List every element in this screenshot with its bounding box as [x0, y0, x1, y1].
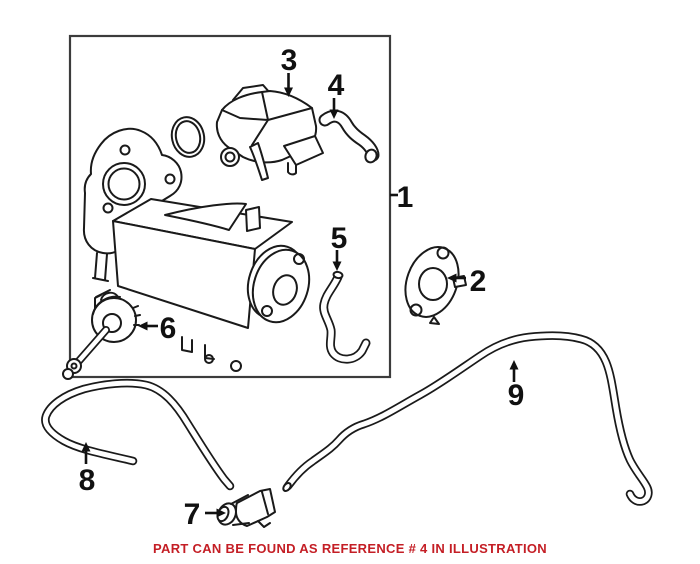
long-hose-end [282, 482, 292, 492]
s-hose-fill [320, 274, 369, 362]
callout-6: 6 [138, 312, 176, 345]
callout-2: 2 [447, 265, 486, 298]
illustration-frame [68, 34, 392, 379]
inlet-port-inner [107, 167, 141, 201]
illustration-layer [41, 84, 653, 528]
callout-3: 3 [281, 44, 298, 97]
solenoid-valve [216, 488, 276, 528]
callout-9: 9 [508, 360, 525, 412]
bolt-hole [102, 202, 114, 214]
bolt-hole [164, 173, 176, 185]
callout-1-label: 1 [397, 181, 414, 214]
gasket [404, 246, 467, 325]
gasket-notch [429, 316, 440, 325]
inlet-flange [82, 127, 183, 282]
callout-7-label: 7 [184, 498, 201, 531]
callout-2-arrowhead [447, 273, 457, 283]
callout-9-label: 9 [508, 379, 525, 412]
egr-valve-creases [221, 91, 313, 146]
egr-valve [215, 84, 324, 181]
egr-valve-leg [249, 142, 269, 181]
callout-7: 7 [184, 498, 226, 531]
callout-3-label: 3 [281, 44, 298, 77]
s-hose [319, 270, 371, 364]
callout-6-arrowhead [138, 321, 148, 331]
vacuum-actuator [62, 291, 141, 380]
egr-valve-port [220, 147, 240, 167]
actuator-rod-fill [75, 327, 109, 365]
outlet-port [272, 274, 298, 306]
callout-8: 8 [79, 442, 96, 497]
callout-3-arrowhead [284, 87, 293, 97]
loop-hose-outline [41, 378, 235, 491]
egr-valve-lower-box [283, 135, 324, 166]
valve-plate [257, 491, 271, 528]
callout-5-label: 5 [331, 222, 348, 255]
callout-6-label: 6 [160, 312, 177, 345]
actuator-eyelet-hole [70, 362, 78, 370]
valve-body [235, 488, 276, 527]
valve-connectors [230, 494, 250, 526]
callout-4: 4 [328, 69, 345, 119]
callout-8-label: 8 [79, 464, 96, 497]
actuator-clevis [62, 368, 74, 380]
callout-4-arrowhead [329, 109, 339, 119]
callout-1: 1 [390, 181, 413, 214]
cooler-front-face [112, 220, 256, 329]
loop-hose [41, 378, 235, 491]
long-hose [282, 331, 653, 506]
actuator-rim [92, 295, 141, 326]
outlet-flange [251, 248, 311, 324]
callouts-layer: 1 2 3 4 5 6 7 [79, 44, 525, 531]
loop-hose-fill [42, 380, 233, 489]
egr-valve-stub [287, 162, 297, 176]
reference-caption: PART CAN BE FOUND AS REFERENCE # 4 IN IL… [153, 541, 547, 556]
short-hose-end [364, 148, 378, 164]
egr-cooler [94, 198, 311, 372]
gasket-port [418, 267, 448, 301]
bolt-hole [119, 144, 131, 156]
short-hose [318, 109, 380, 164]
short-hose-fill [320, 111, 378, 160]
long-hose-fill [285, 333, 651, 504]
inlet-flange-bracket [92, 252, 109, 282]
bolt-hole [409, 303, 423, 317]
cooler-fitting [204, 354, 214, 364]
o-ring-inner [174, 120, 202, 154]
egr-valve-port-hole [224, 151, 236, 163]
callout-5-arrowhead [332, 261, 342, 271]
o-ring [170, 116, 206, 158]
callout-9-arrowhead [509, 360, 519, 370]
cooler-fin [164, 202, 247, 231]
bolt-hole [293, 253, 305, 265]
bolt-hole [261, 305, 273, 317]
cooler-fitting [230, 360, 242, 372]
callout-8-arrowhead [81, 442, 91, 452]
callout-2-label: 2 [470, 265, 487, 298]
callout-7-arrowhead [216, 508, 226, 518]
cooler-tab [245, 206, 261, 232]
bolt-hole [436, 246, 450, 260]
s-hose-end [332, 270, 344, 280]
callout-4-label: 4 [328, 69, 345, 102]
callout-5: 5 [331, 222, 348, 271]
